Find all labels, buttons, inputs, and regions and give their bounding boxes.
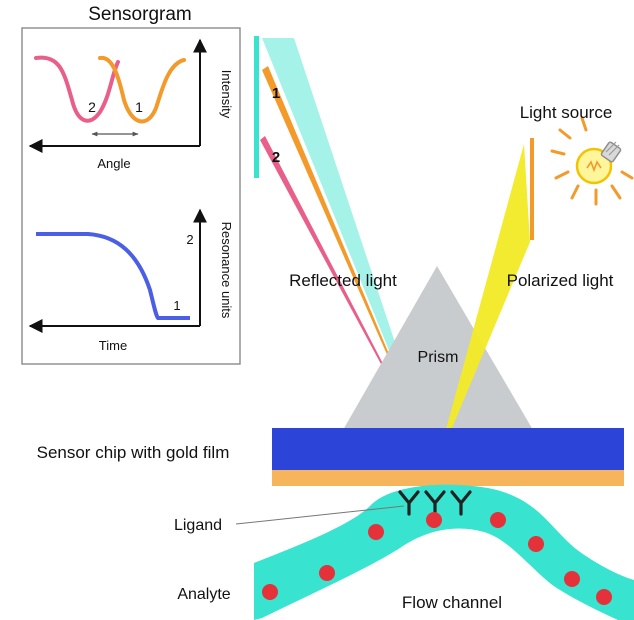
light-bulb-icon — [550, 116, 634, 206]
sensorgram-frame — [21, 27, 241, 365]
resonance-label: Resonance units — [219, 222, 234, 319]
beam-label-1: 1 — [272, 85, 280, 102]
time-label: Time — [99, 338, 127, 353]
analyte-molecule — [564, 571, 580, 587]
light-source-bar — [530, 138, 534, 240]
reflected-light-label: Reflected light — [289, 271, 397, 290]
analyte-molecule — [368, 524, 384, 540]
curve-label-2: 2 — [88, 99, 96, 115]
intensity-label: Intensity — [219, 70, 234, 119]
rt-label-2: 2 — [186, 232, 193, 247]
flow-channel-label: Flow channel — [402, 593, 502, 612]
prism-label: Prism — [418, 349, 459, 366]
resonance-curve-2 — [34, 55, 120, 123]
sensorgram-panel: Sensorgram 2 1 Angle Intensity 2 1 Time … — [21, 4, 241, 365]
analyte-molecule — [426, 512, 442, 528]
analyte-molecule — [528, 536, 544, 552]
flow-channel — [254, 484, 634, 620]
polarized-light-label: Polarized light — [507, 271, 614, 290]
analytes — [262, 512, 612, 605]
analyte-molecule — [319, 565, 335, 581]
binding-curve — [36, 232, 190, 320]
analyte-molecule — [596, 589, 612, 605]
polarized-light-beam — [436, 144, 530, 466]
angle-label: Angle — [97, 156, 130, 171]
sensorgram-title: Sensorgram — [88, 4, 192, 25]
gold-film — [272, 470, 624, 486]
analyte-molecule — [490, 512, 506, 528]
rt-label-1: 1 — [173, 298, 180, 313]
detector-strip — [254, 36, 259, 178]
resonance-curve-1 — [98, 55, 186, 124]
sensor-chip — [272, 428, 624, 470]
ligand-leader-line — [235, 505, 405, 525]
ligand-label: Ligand — [174, 517, 222, 534]
light-source-label: Light source — [520, 103, 613, 122]
curve-label-1: 1 — [135, 99, 143, 115]
sensor-chip-label: Sensor chip with gold film — [37, 443, 230, 462]
ligand-molecule — [398, 490, 420, 516]
ligand-molecule — [450, 490, 472, 516]
analyte-label: Analyte — [177, 586, 230, 603]
analyte-molecule — [262, 584, 278, 600]
prism — [343, 266, 533, 430]
beam-label-2: 2 — [272, 149, 280, 166]
